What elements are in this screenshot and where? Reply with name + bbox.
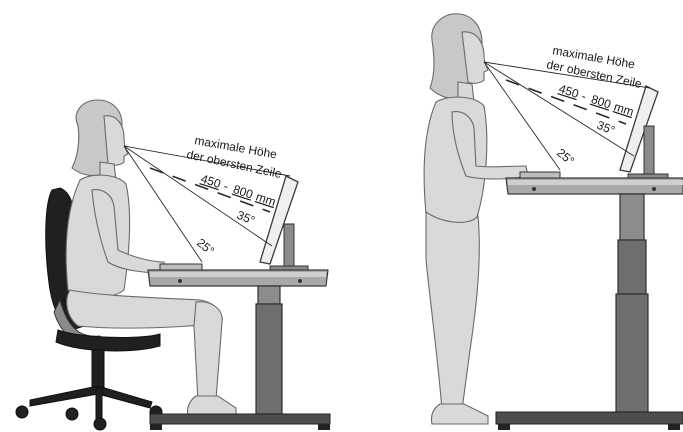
foot xyxy=(431,404,488,424)
desk-column-upper xyxy=(620,194,644,240)
standing-scene: maximale Höhe der obersten Zeile 450 - 8… xyxy=(424,14,683,430)
chair-caster xyxy=(16,406,28,418)
arm xyxy=(452,112,528,179)
desk-column-lower xyxy=(256,304,282,414)
leg xyxy=(426,212,479,410)
distance-unit: mm xyxy=(612,99,635,118)
chair-base xyxy=(30,386,152,408)
keyboard xyxy=(520,172,560,178)
head xyxy=(104,116,128,166)
label-angle-35: 35° xyxy=(235,208,257,228)
seated-scene: maximale Höhe der obersten Zeile 450 - 8… xyxy=(16,100,330,430)
distance-max: 800 xyxy=(231,182,255,202)
desk-column-upper xyxy=(258,286,280,304)
label-angle-25: 25° xyxy=(554,146,577,169)
chair-caster xyxy=(94,418,106,430)
distance-min: 450 xyxy=(557,82,581,102)
monitor-stand xyxy=(644,126,654,178)
sight-line-25 xyxy=(124,146,202,262)
sight-line-25 xyxy=(484,62,560,170)
lower-leg xyxy=(194,302,222,402)
foot xyxy=(187,396,236,416)
standing-person xyxy=(424,14,528,424)
label-angle-35: 35° xyxy=(595,118,617,138)
desk-foot xyxy=(496,412,683,424)
keyboard xyxy=(160,264,202,270)
desk-column-lower xyxy=(616,294,648,412)
chair-caster xyxy=(66,408,78,420)
standing-desk xyxy=(496,86,683,430)
monitor-stand xyxy=(284,224,294,270)
distance-sep: - xyxy=(580,89,588,104)
desk-column-middle xyxy=(618,240,646,294)
distance-unit: mm xyxy=(254,189,277,208)
chair-seat xyxy=(56,330,160,351)
desk-foot xyxy=(150,414,330,424)
distance-sep: - xyxy=(222,179,230,194)
distance-max: 800 xyxy=(589,92,613,112)
chair-column xyxy=(92,350,104,390)
distance-min: 450 xyxy=(199,172,223,192)
